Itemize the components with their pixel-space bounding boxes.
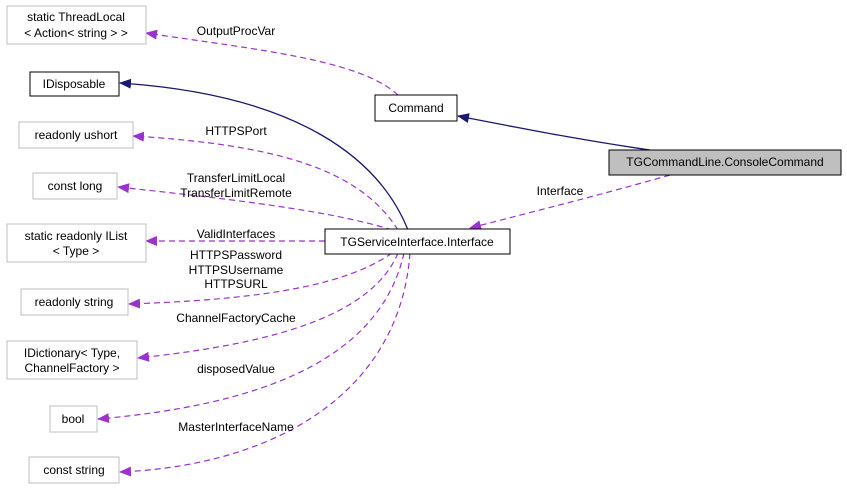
edge-interface-to-idict xyxy=(137,252,399,362)
node-label: IDictionary< Type, xyxy=(24,346,120,360)
edge-label-disposedvalue: disposedValue xyxy=(197,362,275,376)
edge-interface-to-rostring xyxy=(128,252,393,309)
edge-consolecommand-to-command xyxy=(457,113,651,151)
edge-label-masterinterfacename: MasterInterfaceName xyxy=(178,420,294,434)
edge-label-httpsurl: HTTPSURL xyxy=(204,277,268,291)
node-interface[interactable]: TGServiceInterface.Interface xyxy=(324,228,511,255)
node-label: Command xyxy=(388,101,443,115)
edge-label-httpsport: HTTPSPort xyxy=(205,124,267,138)
edge-label-transferlimitlocal: TransferLimitLocal xyxy=(187,171,285,185)
edge-interface-to-conststring xyxy=(119,252,411,477)
node-rostring[interactable]: readonly string xyxy=(20,288,129,316)
edge-label-validinterfaces: ValidInterfaces xyxy=(197,227,276,241)
node-idisposable[interactable]: IDisposable xyxy=(29,71,120,97)
edge-interface-to-bool xyxy=(97,252,405,424)
edge-command-to-threadlocal xyxy=(145,29,399,96)
edge-label-httpspassword: HTTPSPassword xyxy=(190,248,282,262)
edge-label-interface: Interface xyxy=(537,184,584,198)
node-label: readonly string xyxy=(35,295,114,309)
edge-consolecommand-to-interface xyxy=(469,174,671,231)
node-label: const long xyxy=(48,179,103,193)
edge-label-channelfactorycache: ChannelFactoryCache xyxy=(176,311,296,325)
node-ilist[interactable]: static readonly IList < Type > xyxy=(6,223,147,263)
node-label: < Type > xyxy=(53,244,99,258)
edge-label-httpsusername: HTTPSUsername xyxy=(189,263,284,277)
node-label: static readonly IList xyxy=(25,229,128,243)
node-label: TGCommandLine.ConsoleCommand xyxy=(626,155,823,169)
edge-interface-to-idisposable xyxy=(119,78,409,231)
node-label: IDisposable xyxy=(43,77,106,91)
node-idict[interactable]: IDictionary< Type, ChannelFactory > xyxy=(6,340,138,380)
node-threadlocal[interactable]: static ThreadLocal < Action< string > > xyxy=(6,5,147,45)
node-constlong[interactable]: const long xyxy=(32,172,118,200)
node-label: bool xyxy=(62,412,85,426)
node-label: TGServiceInterface.Interface xyxy=(340,235,494,249)
node-label: readonly ushort xyxy=(35,128,118,142)
node-ushort[interactable]: readonly ushort xyxy=(18,121,134,149)
node-conststring[interactable]: const string xyxy=(28,456,120,484)
edge-interface-to-constlong xyxy=(117,183,393,231)
edge-label-outputprocvar: OutputProcVar xyxy=(197,24,275,38)
node-consolecommand[interactable]: TGCommandLine.ConsoleCommand xyxy=(608,149,842,176)
node-command[interactable]: Command xyxy=(374,94,458,122)
edge-interface-to-ushort xyxy=(132,131,399,231)
node-bool[interactable]: bool xyxy=(49,405,98,433)
edge-label-transferlimitremote: TransferLimitRemote xyxy=(180,186,292,200)
node-label: < Action< string > > xyxy=(24,26,127,40)
node-label: ChannelFactory > xyxy=(24,361,119,375)
node-label: static ThreadLocal xyxy=(27,10,125,24)
node-label: const string xyxy=(43,463,104,477)
